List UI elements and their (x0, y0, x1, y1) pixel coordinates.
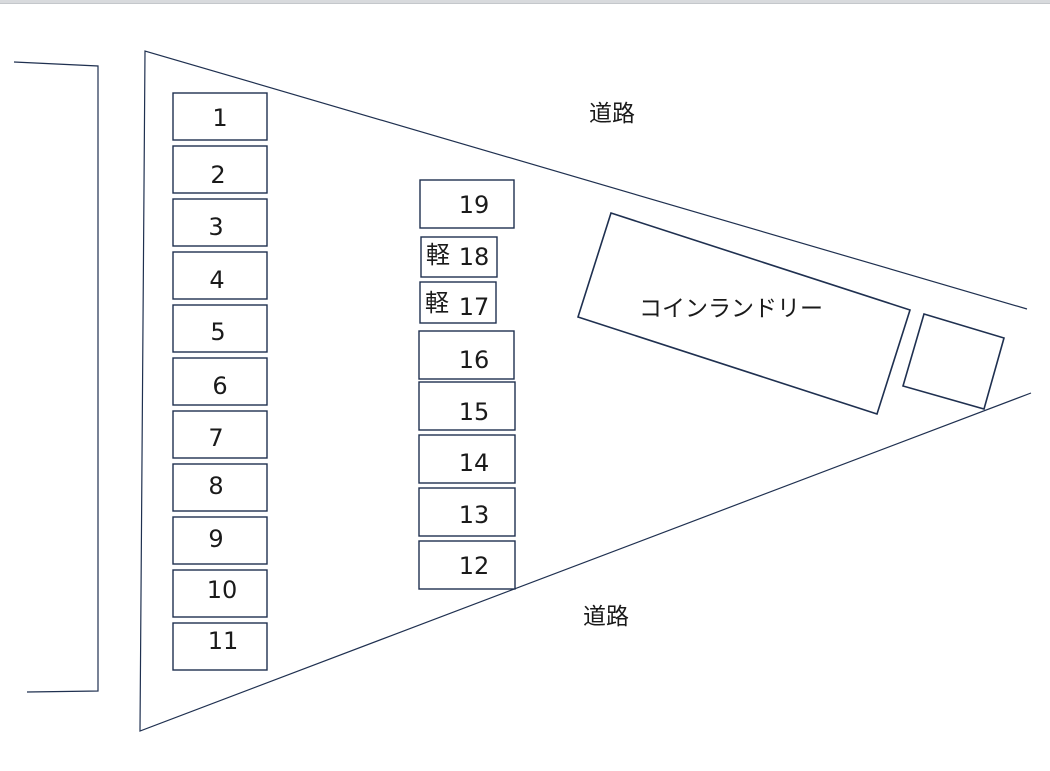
lot-top-edge (139, 50, 1032, 732)
left-stall-column: 1 2 3 4 5 6 7 8 9 10 11 (172, 92, 268, 671)
svg-text:9: 9 (208, 525, 223, 553)
parking-stall-11: 11 (172, 622, 268, 671)
window-top-border (0, 0, 1050, 4)
svg-text:5: 5 (210, 318, 225, 346)
parking-stall-16: 16 (418, 330, 515, 380)
parking-stall-1: 1 (172, 92, 268, 141)
parking-stall-6: 6 (172, 357, 268, 406)
center-stall-column: 19 軽 18 軽 17 16 15 14 13 12 (418, 179, 516, 590)
parking-stall-7: 7 (172, 410, 268, 459)
parking-stall-13: 13 (418, 487, 516, 537)
svg-text:12: 12 (459, 552, 490, 580)
svg-text:14: 14 (459, 449, 490, 477)
road-label-top: 道路 (589, 101, 635, 127)
svg-text:18: 18 (459, 243, 490, 271)
svg-text:4: 4 (209, 266, 224, 294)
svg-text:3: 3 (208, 213, 223, 241)
coin-laundry-label: コインランドリー (639, 296, 823, 322)
coin-laundry-building (576, 211, 912, 416)
parking-stall-3: 3 (172, 198, 268, 247)
parking-stall-10: 10 (172, 569, 268, 618)
svg-text:11: 11 (208, 627, 239, 655)
left-boundary-line (13, 61, 99, 693)
kei-car-marker: 軽 (426, 241, 450, 269)
kei-car-marker: 軽 (425, 289, 449, 317)
svg-text:17: 17 (459, 293, 490, 321)
parking-stall-15: 15 (418, 381, 516, 431)
svg-text:13: 13 (459, 501, 490, 529)
svg-text:15: 15 (459, 398, 490, 426)
svg-text:10: 10 (207, 576, 238, 604)
parking-stall-18-kei: 軽 18 (420, 236, 498, 278)
svg-text:2: 2 (210, 161, 225, 189)
parking-stall-12: 12 (418, 540, 516, 590)
svg-text:16: 16 (459, 346, 490, 374)
parking-stall-17-kei: 軽 17 (419, 281, 497, 324)
parking-stall-9: 9 (172, 516, 268, 565)
svg-text:8: 8 (208, 472, 223, 500)
parking-stall-2: 2 (172, 145, 268, 194)
svg-text:6: 6 (212, 372, 227, 400)
parking-stall-8: 8 (172, 463, 268, 512)
svg-text:1: 1 (212, 104, 227, 132)
annex-building (902, 313, 1005, 410)
svg-text:19: 19 (459, 191, 490, 219)
svg-text:7: 7 (208, 424, 223, 452)
parking-stall-14: 14 (418, 434, 516, 484)
parking-stall-5: 5 (172, 304, 268, 353)
parking-stall-4: 4 (172, 251, 268, 300)
road-label-bottom: 道路 (583, 604, 629, 630)
parking-stall-19: 19 (419, 179, 515, 229)
